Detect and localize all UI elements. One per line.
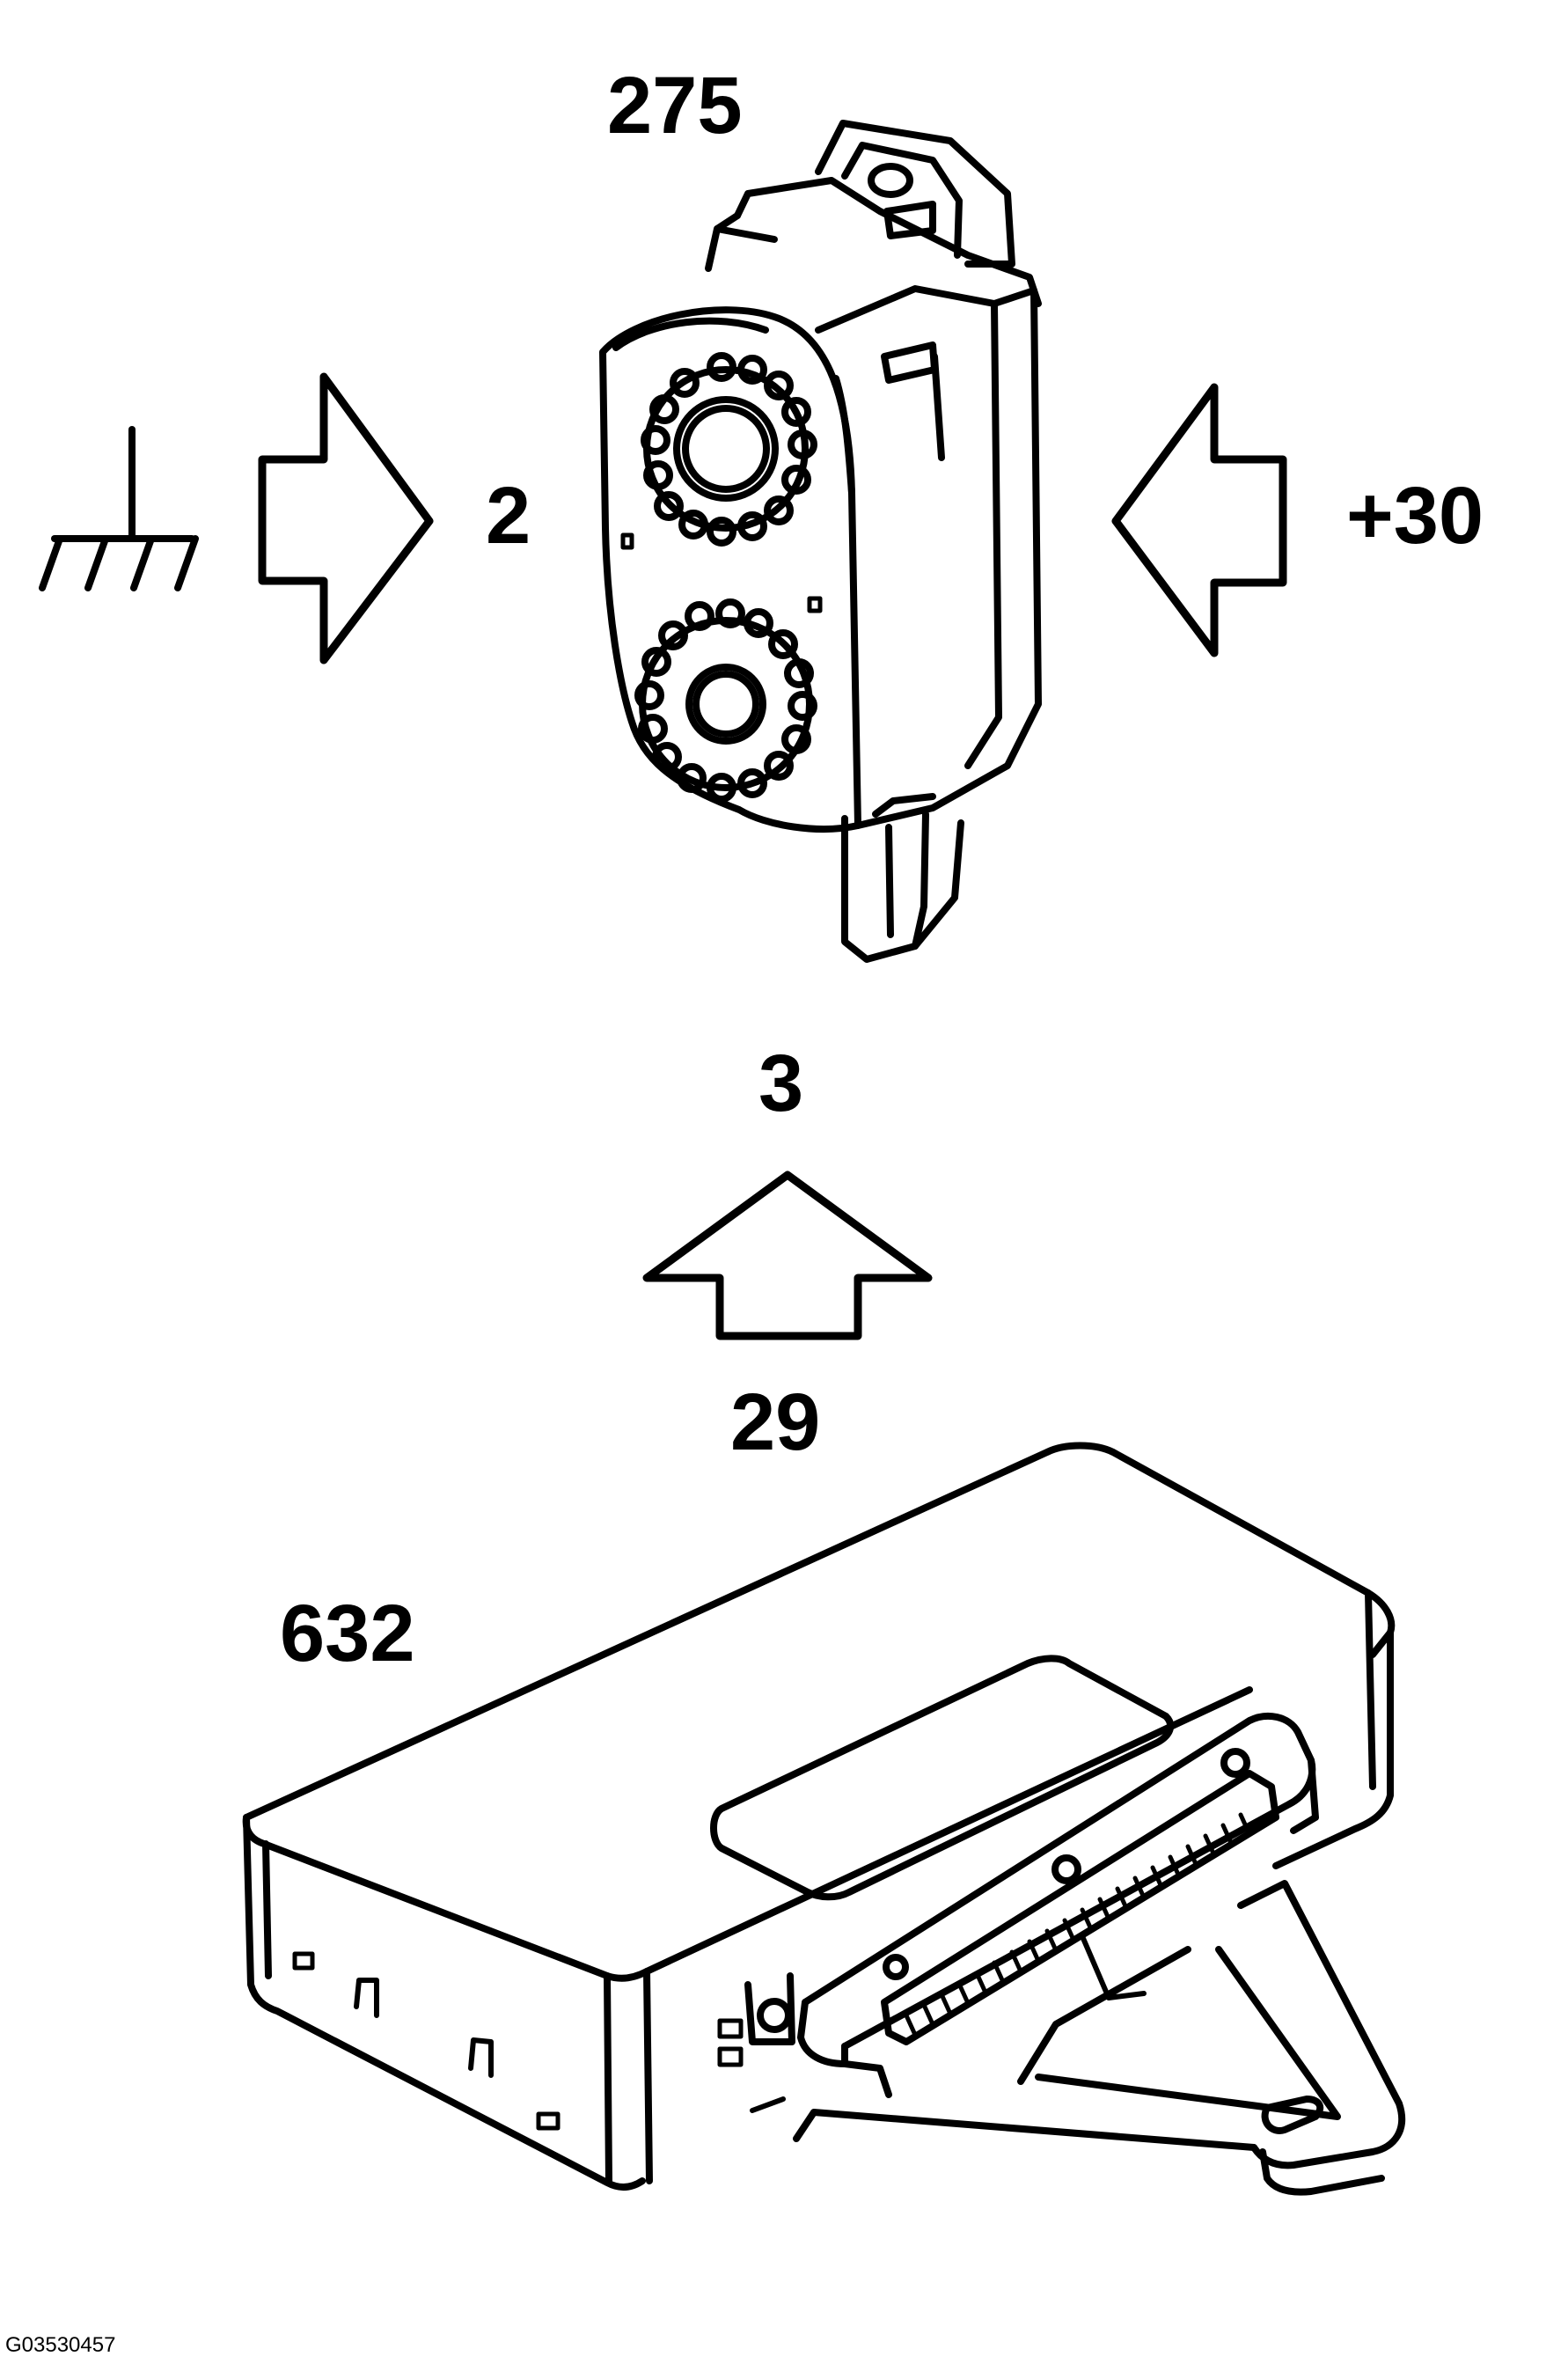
figure-id: G03530457 <box>5 2333 116 2357</box>
label-pin-2: 2 <box>486 471 531 561</box>
label-pin-29: 29 <box>730 1377 821 1467</box>
arrow-up-icon <box>642 1171 933 1340</box>
arrow-right-icon <box>258 372 434 664</box>
label-component-275: 275 <box>607 61 743 150</box>
arrow-left-icon <box>1111 383 1287 657</box>
relay-275-drawing <box>599 120 1042 963</box>
label-component-632: 632 <box>280 1589 415 1678</box>
label-pin-3: 3 <box>758 1039 804 1128</box>
ground-icon <box>39 426 199 591</box>
label-pin-plus30: +30 <box>1346 471 1484 561</box>
module-632-drawing <box>242 1442 1406 2196</box>
